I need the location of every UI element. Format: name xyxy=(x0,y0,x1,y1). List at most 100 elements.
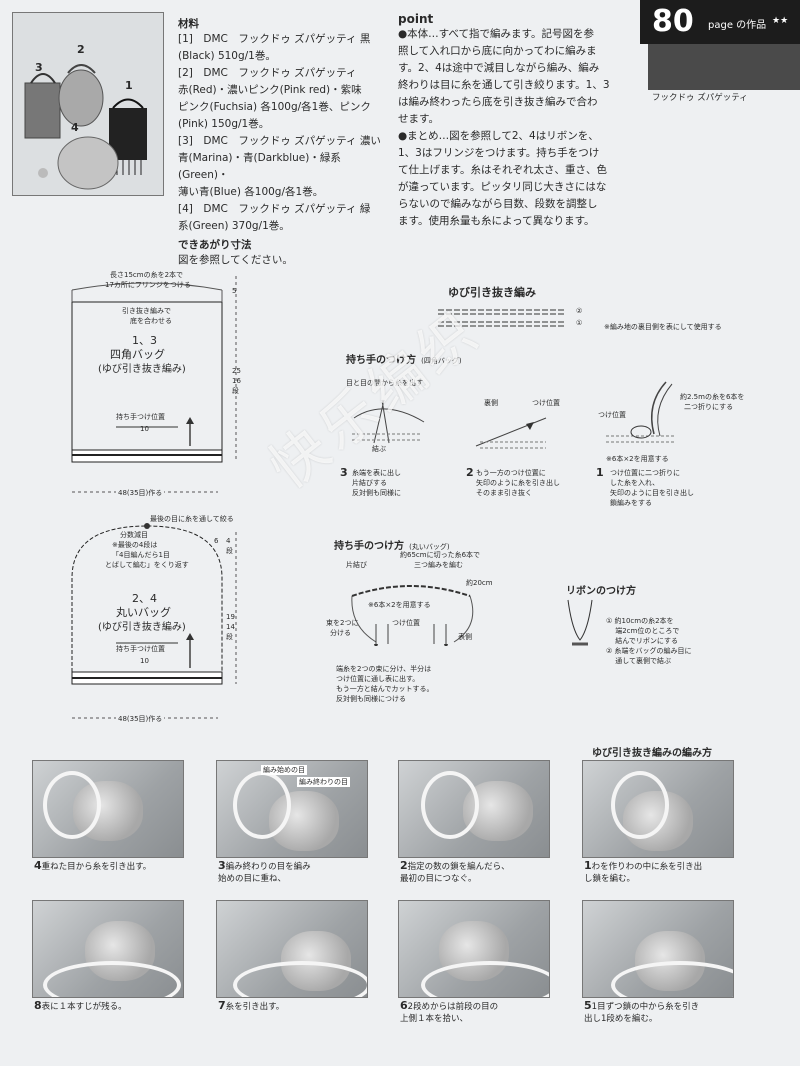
handle-round-text: 端糸を2つの束に分け、半分はつけ位置に通し表に出す。もう一方と結んでカットする。… xyxy=(336,664,433,704)
step-number: 3 xyxy=(218,859,226,872)
step-label-start: 編み始めの目 xyxy=(261,765,307,775)
size-heading: できあがり寸法 xyxy=(178,239,252,251)
point-line: ます。使用糸量も糸によって異なります。 xyxy=(398,215,595,227)
step-text: 2段めからは前段の目の xyxy=(407,1002,499,1012)
ribbon-heading: リボンのつけ方 xyxy=(566,586,636,597)
handle-s1-text: つけ位置に二つ折りにした糸を入れ、矢印のように目を引き出し鎖編みをする xyxy=(610,468,694,508)
step-photo-8 xyxy=(32,900,184,998)
ribbon-line: 結んでリボンにする xyxy=(606,637,678,645)
cover-photo: 3 2 1 4 xyxy=(12,12,164,196)
step-number: 1 xyxy=(584,859,592,872)
square-title-2: 四角バッグ xyxy=(110,348,165,361)
bags-illustration xyxy=(24,64,147,190)
handle-s3-line: 反対側も同様に xyxy=(352,489,401,497)
step-text: 指定の数の鎖を編んだら、 xyxy=(407,862,510,872)
point-line: 終わりは目に糸を通して引き絞ります。1、3 xyxy=(398,79,610,91)
braid-illustration xyxy=(351,585,474,646)
stitch-chart xyxy=(438,309,566,327)
yarn-loop xyxy=(233,961,367,997)
handle-round-subtitle: (丸いバッグ) xyxy=(409,543,450,551)
square-dim-height: 25 xyxy=(232,367,241,375)
materials-line: ピンク(Fuchsia) 各100g/各1巻、ピンク xyxy=(178,101,371,113)
handle-round-split-1: 束を2つに xyxy=(326,619,359,627)
step-text: 重ねた目から糸を引き出す。 xyxy=(41,862,152,872)
step-photo-3: 編み始めの目編み終わりの目 xyxy=(216,760,368,858)
square-inner-note-2: 底を合わせる xyxy=(130,317,172,325)
step-caption-7: 7糸を引き出す。 xyxy=(218,1000,388,1013)
step-text: 始めの目に重ね、 xyxy=(218,874,287,884)
handle-round-pos: つけ位置 xyxy=(392,619,420,627)
ribbon-line: ① 約10cmの糸2本を xyxy=(606,617,674,625)
handle-round-line: 端糸を2つの束に分け、半分は xyxy=(336,665,432,673)
ribbon-line: ② 糸端をバッグの編み目に xyxy=(606,647,692,655)
handle-s1-num: 1 xyxy=(596,466,604,479)
handle-s1-line: した糸を入れ、 xyxy=(610,479,660,487)
step-caption-8: 8表に１本すじが残る。 xyxy=(34,1000,204,1013)
round-dim-top-unit: 段 xyxy=(226,547,233,555)
step-text: 編み終わりの目を編み xyxy=(225,862,311,872)
handle-round-title: 持ち手のつけ方 xyxy=(334,541,404,552)
handle-s3-text: 糸端を表に出し片結びする反対側も同様に xyxy=(352,468,401,498)
handle-step3-illustration xyxy=(352,399,425,444)
handle-s3-line: 糸端を表に出し xyxy=(352,469,401,477)
photo-label-1: 1 xyxy=(125,79,133,92)
step-photo-7 xyxy=(216,900,368,998)
materials-heading: 材料 xyxy=(178,18,199,30)
handle-s1-note: 約2.5mの糸を6本を xyxy=(680,393,745,401)
point-section: point ●本体…すべて指で編みます。記号図を参照して入れ口から底に向かってわ… xyxy=(398,12,638,230)
handle-square-title: 持ち手のつけ方 xyxy=(346,355,416,366)
stitch-row-1: ① xyxy=(576,319,583,327)
square-dim-rows-unit: 段 xyxy=(232,387,239,395)
materials-section: 材料 [1] DMC フックドゥ ズパゲッティ 黒(Black) 510g/1巻… xyxy=(178,16,388,269)
step-text: 表に１本すじが残る。 xyxy=(41,1002,127,1012)
subtitle: フックドゥ ズパゲッティ xyxy=(652,93,748,103)
handle-round-split-2: 分ける xyxy=(330,629,351,637)
materials-line: [4] DMC フックドゥ ズパゲッティ 緑 xyxy=(178,203,371,215)
handle-round-heading: 持ち手のつけ方 (丸いバッグ) xyxy=(334,534,450,553)
yarn-loop xyxy=(233,771,291,839)
materials-line: 薄い青(Blue) 各100g/各1巻。 xyxy=(178,186,324,198)
step-photo-5 xyxy=(582,900,734,998)
yarn-loop xyxy=(421,961,549,997)
yarn-loop xyxy=(43,771,101,839)
round-handle-width: 10 xyxy=(140,657,149,665)
materials-list: [1] DMC フックドゥ ズパゲッティ 黒(Black) 510g/1巻。[2… xyxy=(178,31,388,235)
square-top-note-1: 長さ15cmの糸を2本で xyxy=(110,271,184,279)
round-dim-top: 6 xyxy=(214,537,219,545)
handle-s2-line: そのまま引き抜く xyxy=(476,489,532,497)
handle-step2-illustration xyxy=(475,417,547,449)
page-suffix: page の作品 xyxy=(708,20,767,31)
point-line: 照して入れ口から底に向かってわに編みま xyxy=(398,45,597,57)
round-dim-top-rows: 4 xyxy=(226,537,231,545)
round-dec-1: 分数減目 xyxy=(120,531,148,539)
point-line: て仕上げます。糸はそれぞれ太さ、重さ、色 xyxy=(398,164,607,176)
handle-round-line: つけ位置に通し表に出す。 xyxy=(336,675,420,683)
yarn-loop xyxy=(611,771,669,839)
square-title-1: 1、3 xyxy=(132,334,157,347)
point-line: せます。 xyxy=(398,113,439,125)
handle-square-heading: 持ち手のつけ方 (四角バッグ) xyxy=(346,348,462,367)
step-photo-6 xyxy=(398,900,550,998)
step-text: 上側１本を拾い、 xyxy=(400,1014,469,1024)
handle-s1-line: つけ位置に二つ折りに xyxy=(610,469,680,477)
step-caption-6: 62段めからは前段の目の上側１本を拾い、 xyxy=(400,1000,570,1025)
materials-line: [2] DMC フックドゥ ズパゲッティ xyxy=(178,67,357,79)
round-dec-3: 「4目編んだら1目 xyxy=(112,551,170,559)
step-text: 最初の目につなぐ。 xyxy=(400,874,477,884)
yarn-loop xyxy=(611,961,733,997)
round-bag-diagram xyxy=(71,523,237,685)
step-photo-2 xyxy=(398,760,550,858)
round-title-3: (ゆび引き抜き編み) xyxy=(98,622,186,633)
point-line: ●本体…すべて指で編みます。記号図を参 xyxy=(398,28,594,40)
handle-round-knot: 片結び xyxy=(346,561,367,569)
photo-label-3: 3 xyxy=(35,61,43,74)
step-photo-1 xyxy=(582,760,734,858)
round-handle-pos: 持ち手つけ位置 xyxy=(116,645,165,653)
stitch-row-2: ② xyxy=(576,307,583,315)
materials-line: 系(Green) 370g/1巻。 xyxy=(178,220,290,232)
yarn-loop xyxy=(43,961,181,997)
handle-s2-line: もう一方のつけ位置に xyxy=(476,469,546,477)
step-text: し鎖を編む。 xyxy=(584,874,636,884)
step-label-end: 編み終わりの目 xyxy=(297,777,350,787)
